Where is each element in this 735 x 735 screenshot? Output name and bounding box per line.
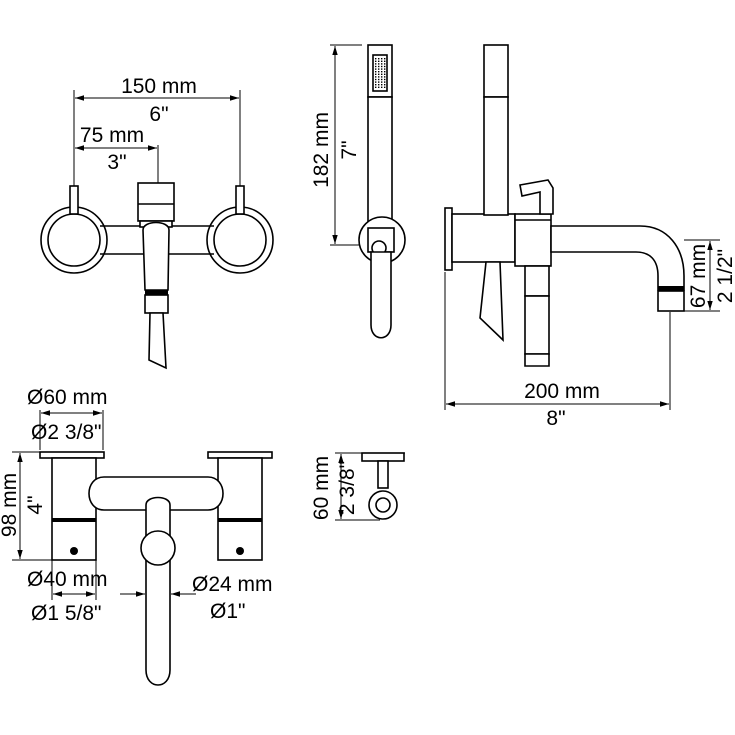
spout-length-in-label: 8" [546,407,565,430]
front-view [40,90,274,370]
nozzle-dot [381,78,383,81]
spout-dia-in-label: Ø1" [210,600,245,623]
spout-dia-mm-label: Ø24 mm [192,573,273,596]
nozzle-dot [384,63,386,65]
nozzle-dot [384,71,386,73]
nozzle-dot [375,60,377,62]
nozzle-dot [378,58,380,60]
nozzle-dot [378,68,380,70]
spout-top [145,496,171,686]
valve-in-label: Ø1 5/8" [31,602,102,625]
nozzle-dot [378,60,380,62]
body-height-in-label: 4" [24,495,47,514]
nozzle-dot [375,58,377,60]
nozzle-dot [381,58,383,60]
flange-in-label: Ø2 3/8" [31,421,102,444]
holder-plate [361,452,405,462]
holder-in-label: 2 3/8" [336,461,359,515]
nozzle-dot [378,76,380,78]
nozzle-dot [378,71,380,73]
nozzle-dot [384,78,386,81]
handshower-view [330,44,406,339]
holder-view [335,452,405,521]
nozzle-dot [381,86,383,88]
nozzle-dot [375,73,377,75]
nozzle-dot [381,84,383,86]
nozzle-dot [375,71,377,73]
handshower-in-label: 7" [338,140,361,159]
nozzle-dot [384,68,386,70]
nozzle-dot [384,76,386,78]
nozzle-dot [384,60,386,62]
spout-side [550,225,685,291]
nozzle-dot [378,63,380,65]
nozzle-dot [375,78,377,81]
nozzle-dot [381,73,383,75]
nozzle-dot [384,58,386,60]
spout-drop-mm-label: 67 mm [687,244,710,308]
spout-front [142,221,170,291]
nozzle-dot [375,68,377,70]
nozzle-dot [381,63,383,65]
nozzle-dot [381,71,383,73]
body-height-mm-label: 98 mm [0,473,21,537]
valve-mm-label: Ø40 mm [27,568,108,591]
right-valve-lever [235,185,245,215]
nozzle-dot [375,84,377,86]
right-valve-rosette [206,206,274,274]
nozzle-dot [384,65,386,68]
top-view [12,410,273,686]
hose [148,312,167,370]
nozzle-dot [375,81,377,83]
nozzle-dot [375,65,377,68]
valve-body [451,213,516,263]
side-lever [519,179,554,215]
nozzle-dot [384,86,386,88]
nozzle-dot [378,86,380,88]
flange-mm-label: Ø60 mm [27,386,108,409]
nozzle-dot [378,78,380,81]
width-in-label: 6" [149,103,168,126]
nozzle-dot [384,73,386,75]
spout-drop-in-label: 2 1/2" [714,249,735,303]
handshower-mm-label: 182 mm [310,112,333,188]
nozzle-dot [375,86,377,88]
nozzle-dot [378,81,380,83]
nozzle-dot [378,84,380,86]
nozzle-dot [384,84,386,86]
spacing-mm-label: 75 mm [80,124,144,147]
nozzle-dot [381,60,383,62]
handshower-handle [367,96,393,238]
nozzle-dot [381,65,383,68]
nozzle-dot [375,76,377,78]
side-view [444,44,720,410]
left-valve-top [51,457,97,561]
nozzle-dot [375,63,377,65]
nozzle-dot [384,81,386,83]
spout-length-mm-label: 200 mm [524,380,600,403]
holder-mm-label: 60 mm [310,456,333,520]
left-valve-rosette [40,206,108,274]
mixer-body [137,182,175,222]
wall-plate [444,207,453,271]
left-valve-lever [69,185,79,215]
nozzle-dot [378,73,380,75]
spacing-in-label: 3" [107,151,126,174]
right-valve-top [217,457,263,561]
width-mm-label: 150 mm [121,75,197,98]
nozzle-dot [381,76,383,78]
handshower-nozzles [375,58,386,88]
nozzle-dot [381,81,383,83]
nozzle-dot [381,68,383,70]
nozzle-dot [378,65,380,68]
